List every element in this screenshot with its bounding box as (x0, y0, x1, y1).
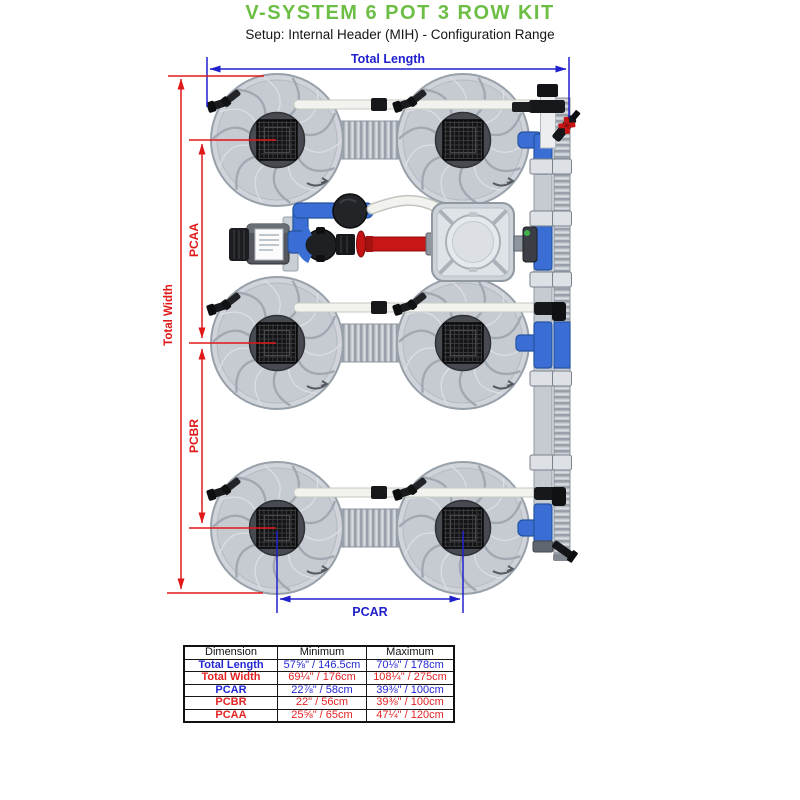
table-cell-dimension: Total Length (183, 658, 278, 672)
dimensions: Total Length Total Width PCAA PCBR PCAR (163, 52, 570, 619)
table-cell-maximum: 108¼" / 275cm (366, 671, 455, 685)
table-cell-maximum: 70⅛" / 178cm (366, 658, 455, 672)
page-subtitle: Setup: Internal Header (MIH) - Configura… (245, 27, 555, 42)
table-cell-minimum: 25⅝" / 65cm (277, 708, 367, 723)
header: V-SYSTEM 6 POT 3 ROW KIT Setup: Internal… (0, 2, 800, 42)
table-header-cell: Minimum (277, 645, 367, 660)
reservoir-tank (431, 202, 515, 282)
feed-tubes (205, 87, 541, 502)
reservoir-feed-tube (368, 196, 440, 213)
red-pipe (365, 236, 429, 252)
table-cell-dimension: PCAA (183, 708, 278, 723)
row-tubes (334, 120, 406, 548)
red-valve (552, 110, 581, 142)
manifold (512, 84, 581, 563)
table-cell-minimum: 22" / 56cm (277, 696, 367, 710)
red-inline-valve (356, 230, 366, 258)
table-cell-maximum: 39⅜" / 100cm (366, 696, 455, 710)
pump-assembly (229, 193, 538, 282)
table-cell-maximum: 39⅜" / 100cm (366, 683, 455, 697)
table-cell-dimension: PCAR (183, 683, 278, 697)
pipe-couplers (529, 158, 572, 471)
total-length-label: Total Length (351, 52, 425, 66)
total-width-label: Total Width (163, 284, 175, 346)
pcaa-label: PCAA (187, 223, 201, 257)
table-cell-dimension: PCBR (183, 696, 278, 710)
table-cell-minimum: 57⅝" / 146.5cm (277, 658, 367, 672)
table-header-cell: Dimension (183, 645, 278, 660)
table-cell-minimum: 22⅞" / 58cm (277, 683, 367, 697)
page-title: V-SYSTEM 6 POT 3 ROW KIT (245, 2, 555, 24)
table-cell-dimension: Total Width (183, 671, 278, 685)
pcar-label: PCAR (352, 605, 387, 619)
header-tee (512, 84, 565, 149)
indicator-dot (524, 230, 530, 236)
pcbr-label: PCBR (187, 419, 201, 453)
table-cell-minimum: 69¼" / 176cm (277, 671, 367, 685)
drain-barb (552, 540, 578, 563)
table-header-cell: Maximum (366, 645, 455, 660)
table-cell-maximum: 47¼" / 120cm (366, 708, 455, 723)
